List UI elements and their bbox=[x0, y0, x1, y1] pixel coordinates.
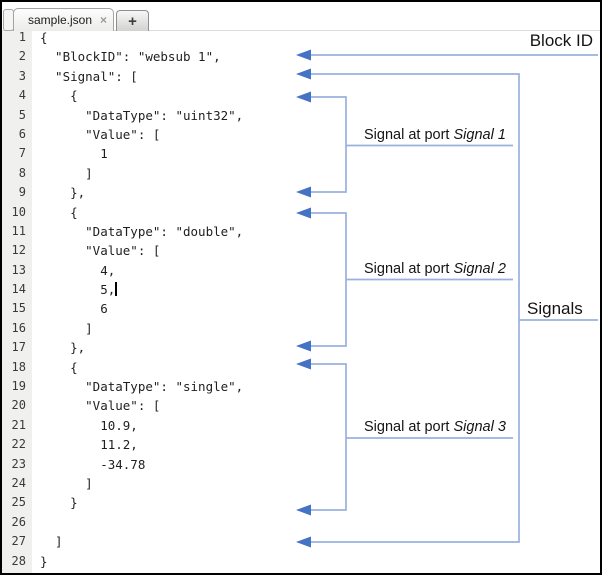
line-number: 16 bbox=[11, 320, 26, 335]
signal2-port-name: Signal 2 bbox=[453, 261, 506, 277]
line-number: 13 bbox=[11, 262, 26, 277]
code-line[interactable]: "DataType": "uint32", bbox=[40, 107, 244, 123]
line-number: 12 bbox=[11, 243, 26, 258]
code-column[interactable]: { "BlockID": "websub 1", "Signal": [ { "… bbox=[32, 30, 600, 573]
code-line[interactable]: "BlockID": "websub 1", bbox=[40, 49, 221, 65]
code-line[interactable]: 6 bbox=[40, 301, 108, 317]
new-tab-button[interactable]: + bbox=[116, 10, 149, 31]
line-number: 27 bbox=[11, 534, 26, 549]
line-number: 7 bbox=[18, 146, 26, 161]
line-number: 17 bbox=[11, 340, 26, 355]
code-line[interactable]: { bbox=[40, 88, 78, 104]
code-line[interactable]: }, bbox=[40, 185, 86, 201]
code-line[interactable]: "Value": [ bbox=[40, 398, 161, 414]
line-number: 23 bbox=[11, 456, 26, 471]
signal3-port-label: Signal at port Signal 3 bbox=[364, 419, 506, 435]
line-number: 28 bbox=[11, 553, 26, 568]
line-number: 24 bbox=[11, 475, 26, 490]
line-number: 20 bbox=[11, 398, 26, 413]
code-line[interactable]: { bbox=[40, 204, 78, 220]
code-line[interactable]: ] bbox=[40, 320, 93, 336]
code-line[interactable]: 4, bbox=[40, 262, 116, 278]
line-number: 10 bbox=[11, 204, 26, 219]
code-line[interactable]: { bbox=[40, 30, 48, 45]
code-area[interactable]: { "BlockID": "websub 1", "Signal": [ { "… bbox=[32, 28, 600, 571]
line-number: 22 bbox=[11, 437, 26, 452]
line-number: 21 bbox=[11, 417, 26, 432]
code-line[interactable]: "Signal": [ bbox=[40, 68, 138, 84]
code-line[interactable]: }, bbox=[40, 340, 86, 356]
signal2-label-prefix: Signal at port bbox=[364, 261, 454, 277]
line-number: 3 bbox=[18, 68, 26, 83]
code-line[interactable]: ] bbox=[40, 475, 93, 491]
signal1-port-name: Signal 1 bbox=[453, 127, 506, 143]
code-line[interactable]: "Value": [ bbox=[40, 243, 161, 259]
line-number: 2 bbox=[18, 49, 26, 64]
code-line[interactable]: ] bbox=[40, 534, 63, 550]
code-line[interactable]: 11.2, bbox=[40, 437, 138, 453]
line-number: 14 bbox=[11, 282, 26, 297]
tab-close-icon[interactable]: × bbox=[100, 13, 108, 27]
line-number: 25 bbox=[11, 495, 26, 510]
block-id-label: Block ID bbox=[529, 31, 593, 50]
tab-bar: sample.json × + bbox=[2, 2, 600, 31]
code-line[interactable]: 5, bbox=[40, 282, 117, 298]
line-number: 15 bbox=[11, 301, 26, 316]
line-number: 26 bbox=[11, 514, 26, 529]
line-number: 11 bbox=[11, 223, 26, 238]
code-line[interactable]: } bbox=[40, 495, 78, 511]
tab-sample-json[interactable]: sample.json × bbox=[13, 8, 114, 31]
line-number: 1 bbox=[18, 30, 26, 44]
line-number: 5 bbox=[18, 107, 26, 122]
code-line[interactable]: 1 bbox=[40, 146, 108, 162]
line-number: 9 bbox=[18, 185, 26, 200]
line-number: 19 bbox=[11, 379, 26, 394]
tab-title: sample.json bbox=[28, 13, 93, 27]
code-line[interactable]: 10.9, bbox=[40, 417, 138, 433]
code-line[interactable]: ] bbox=[40, 165, 93, 181]
plus-icon: + bbox=[128, 12, 137, 30]
code-line[interactable]: -34.78 bbox=[40, 456, 146, 472]
code-line[interactable] bbox=[40, 513, 600, 532]
line-number: 6 bbox=[18, 126, 26, 141]
line-number: 8 bbox=[18, 165, 26, 180]
signal2-port-label: Signal at port Signal 2 bbox=[364, 261, 506, 277]
line-number: 4 bbox=[18, 88, 26, 103]
signal3-port-name: Signal 3 bbox=[453, 419, 506, 435]
text-cursor bbox=[115, 282, 117, 297]
line-number: 18 bbox=[11, 359, 26, 374]
signal1-label-prefix: Signal at port bbox=[364, 127, 454, 143]
signal1-port-label: Signal at port Signal 1 bbox=[364, 127, 506, 143]
code-line[interactable]: "DataType": "double", bbox=[40, 223, 244, 239]
code-line[interactable]: "Value": [ bbox=[40, 126, 161, 142]
code-line[interactable]: { bbox=[40, 359, 78, 375]
code-line[interactable]: "DataType": "single", bbox=[40, 379, 244, 395]
signals-label: Signals bbox=[527, 299, 583, 318]
signal3-label-prefix: Signal at port bbox=[364, 419, 454, 435]
code-line[interactable]: } bbox=[40, 553, 48, 569]
